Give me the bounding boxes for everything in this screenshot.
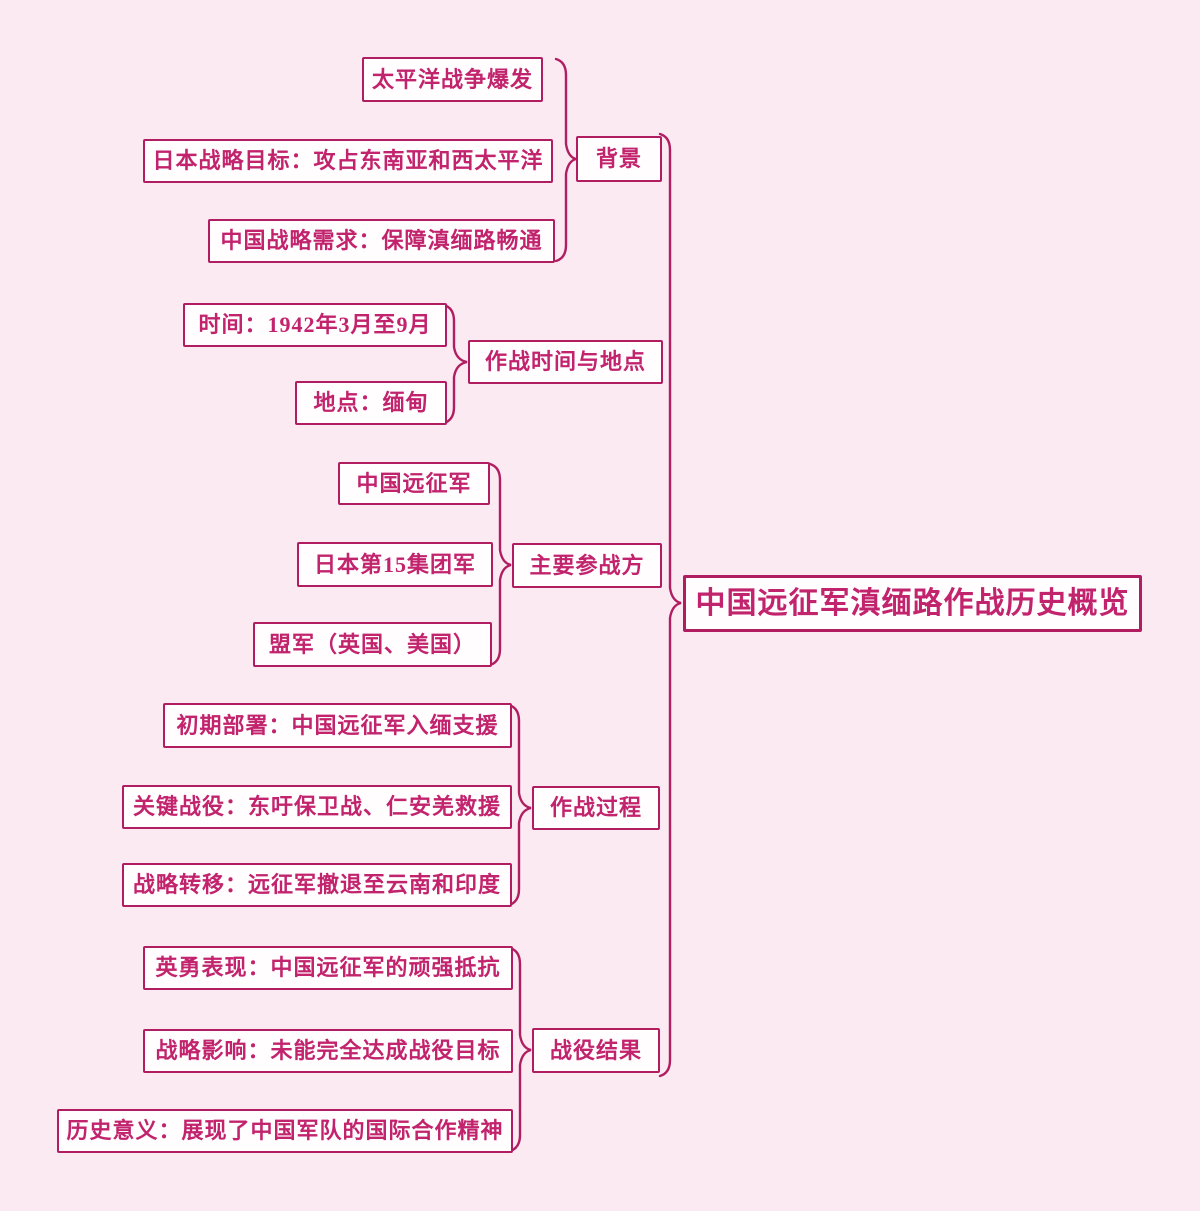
leaf-pacific-war-outbreak[interactable]: 太平洋战争爆发 (362, 57, 543, 102)
leaf-brave-performance[interactable]: 英勇表现：中国远征军的顽强抵抗 (143, 946, 513, 990)
brace-outcome (508, 946, 532, 1153)
brace-time-location (442, 303, 468, 425)
leaf-chinese-expeditionary-force[interactable]: 中国远征军 (338, 462, 490, 505)
branch-background[interactable]: 背景 (576, 136, 662, 182)
brace-background (554, 57, 577, 263)
leaf-japan-15th-army[interactable]: 日本第15集团军 (297, 542, 493, 587)
root-node[interactable]: 中国远征军滇缅路作战历史概览 (683, 575, 1142, 632)
branch-outcome[interactable]: 战役结果 (532, 1028, 660, 1073)
brace-root (658, 132, 682, 1078)
branch-participants[interactable]: 主要参战方 (512, 543, 662, 588)
branch-time-location[interactable]: 作战时间与地点 (468, 340, 663, 384)
leaf-location[interactable]: 地点：缅甸 (295, 381, 447, 425)
leaf-strategic-retreat[interactable]: 战略转移：远征军撤退至云南和印度 (122, 863, 512, 907)
branch-process[interactable]: 作战过程 (532, 786, 660, 830)
leaf-key-battles[interactable]: 关键战役：东吁保卫战、仁安羌救援 (122, 785, 512, 829)
brace-process (507, 703, 532, 907)
brace-participants (488, 462, 512, 667)
leaf-allied-forces[interactable]: 盟军（英国、美国） (253, 622, 492, 667)
leaf-japan-strategic-goal[interactable]: 日本战略目标：攻占东南亚和西太平洋 (143, 139, 553, 183)
leaf-china-strategic-need[interactable]: 中国战略需求：保障滇缅路畅通 (208, 219, 555, 263)
leaf-historical-significance[interactable]: 历史意义：展现了中国军队的国际合作精神 (57, 1109, 513, 1153)
leaf-time[interactable]: 时间：1942年3月至9月 (183, 303, 447, 347)
leaf-initial-deployment[interactable]: 初期部署：中国远征军入缅支援 (163, 703, 512, 748)
leaf-strategic-impact[interactable]: 战略影响：未能完全达成战役目标 (143, 1029, 513, 1073)
